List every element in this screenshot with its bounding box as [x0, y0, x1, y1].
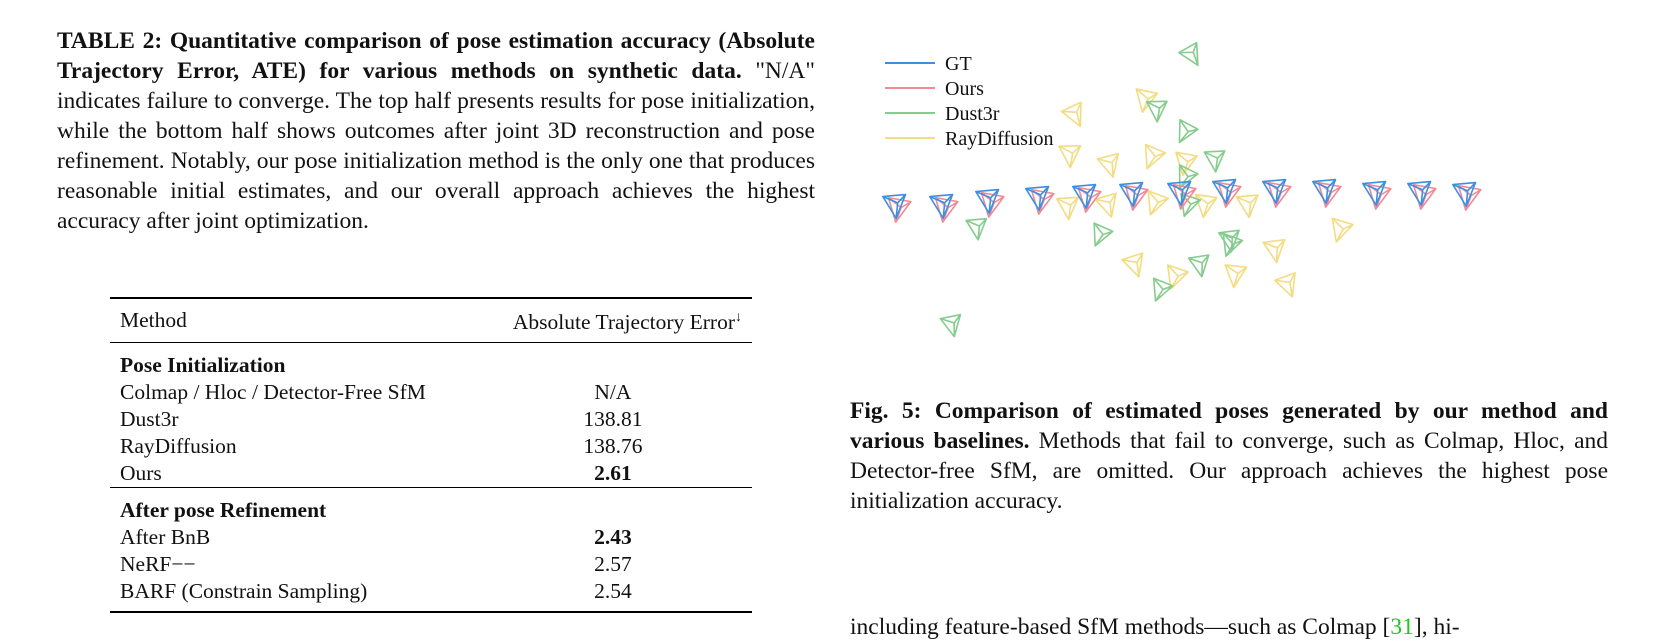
camera-poses	[870, 43, 1481, 339]
camera-frustum-icon	[1026, 187, 1051, 212]
table-caption: TABLE 2: Quantitative comparison of pose…	[57, 26, 815, 236]
camera-frustum-icon	[1326, 218, 1353, 245]
camera-frustum-icon	[1086, 223, 1113, 250]
row-value: 138.76	[583, 434, 643, 458]
camera-frustum-icon	[1363, 182, 1388, 207]
table-row: NeRF−− 2.57	[110, 551, 752, 578]
table-row: Colmap / Hloc / Detector-Free SfM N/A	[110, 379, 752, 406]
table-caption-text: "N/A" indicates failure to converge. The…	[57, 58, 815, 234]
table-row: BARF (Constrain Sampling) 2.54	[110, 578, 752, 612]
camera-frustum-icon	[1223, 265, 1247, 289]
down-arrow-icon: ↓	[735, 310, 742, 326]
camera-frustum-icon	[1453, 183, 1478, 208]
row-value: N/A	[594, 380, 632, 404]
legend-label-gt: GT	[945, 53, 972, 75]
camera-frustum-icon	[883, 195, 908, 220]
section-after-refinement: After pose Refinement	[110, 487, 752, 524]
table-header-row: Method Absolute Trajectory Error↓	[110, 298, 752, 343]
camera-frustum-icon	[1170, 120, 1198, 148]
camera-frustum-icon	[976, 190, 1001, 215]
body-text-before: including feature-based SfM methods—such…	[850, 614, 1391, 640]
camera-frustum-icon	[1236, 195, 1259, 218]
camera-frustum-icon	[930, 195, 955, 220]
citation-link[interactable]: 31	[1390, 614, 1414, 640]
body-paragraph: including feature-based SfM methods—such…	[850, 612, 1608, 642]
camera-frustum-icon	[1057, 197, 1080, 220]
camera-frustum-icon	[1263, 240, 1287, 264]
camera-frustum-icon	[1137, 144, 1165, 172]
figure-caption-text: Methods that fail to converge, such as C…	[850, 428, 1608, 514]
camera-frustum-icon	[1408, 182, 1433, 207]
row-method: Colmap / Hloc / Detector-Free SfM	[120, 380, 426, 404]
camera-frustum-icon	[1204, 151, 1225, 172]
row-method: After BnB	[120, 525, 211, 549]
camera-frustum-icon	[940, 315, 964, 339]
header-method: Method	[110, 298, 474, 343]
camera-frustum-icon	[1059, 146, 1081, 168]
camera-frustum-icon	[1061, 102, 1090, 131]
camera-frustum-icon	[1146, 278, 1173, 305]
camera-frustum-icon	[1140, 191, 1168, 219]
table-row: Ours 2.61	[110, 460, 752, 488]
figure-caption: Fig. 5: Comparison of estimated poses ge…	[850, 396, 1608, 516]
camera-frustum-icon	[1147, 101, 1168, 122]
camera-frustum-icon	[1122, 253, 1149, 280]
camera-frustum-icon	[1216, 234, 1242, 260]
camera-frustum-icon	[1172, 152, 1197, 177]
camera-frustum-icon	[1168, 182, 1193, 207]
section-title: After pose Refinement	[110, 487, 752, 524]
legend-label-raydiffusion: RayDiffusion	[945, 128, 1054, 150]
camera-frustum-icon	[1095, 193, 1122, 220]
legend-label-dust3r: Dust3r	[945, 103, 1000, 125]
camera-frustum-icon	[1179, 43, 1207, 71]
camera-frustum-icon	[966, 219, 988, 241]
row-method: Ours	[120, 461, 162, 485]
header-ate: Absolute Trajectory Error↓	[473, 298, 752, 343]
results-table: Method Absolute Trajectory Error↓ Pose I…	[110, 297, 752, 613]
section-title: Pose Initialization	[120, 353, 286, 377]
table-row: After BnB 2.43	[110, 524, 752, 551]
row-method: RayDiffusion	[120, 434, 237, 458]
camera-frustum-icon	[1193, 195, 1217, 219]
table-row: RayDiffusion 138.76	[110, 433, 752, 460]
camera-frustum-icon	[1275, 273, 1303, 301]
camera-frustum-icon	[1120, 183, 1145, 208]
figure-caption-label: Fig. 5: Comparison of estimated poses ge…	[850, 398, 1608, 454]
row-value: 138.81	[583, 407, 643, 431]
camera-frustum-icon	[1263, 180, 1288, 205]
table-row: Dust3r 138.81	[110, 406, 752, 433]
camera-frustum-icon	[1073, 185, 1098, 210]
row-method: Dust3r	[120, 407, 179, 431]
row-value-best: 2.43	[594, 525, 632, 549]
legend-label-ours: Ours	[945, 78, 984, 100]
row-value: 2.57	[594, 552, 632, 576]
row-value: 2.54	[594, 579, 632, 603]
camera-frustum-icon	[1189, 255, 1212, 278]
row-method: BARF (Constrain Sampling)	[120, 579, 368, 603]
camera-frustum-icon	[1213, 180, 1238, 205]
header-ate-label: Absolute Trajectory Error	[512, 310, 735, 335]
table-caption-label: TABLE 2: Quantitative comparison of pose…	[57, 28, 815, 84]
row-method: NeRF−−	[120, 552, 196, 576]
camera-frustum-icon	[1097, 154, 1123, 180]
camera-frustum-icon	[1313, 180, 1338, 205]
section-pose-initialization: Pose Initialization	[110, 343, 752, 380]
body-text-after: ], hi-	[1413, 614, 1460, 640]
row-value-best: 2.61	[594, 461, 632, 485]
